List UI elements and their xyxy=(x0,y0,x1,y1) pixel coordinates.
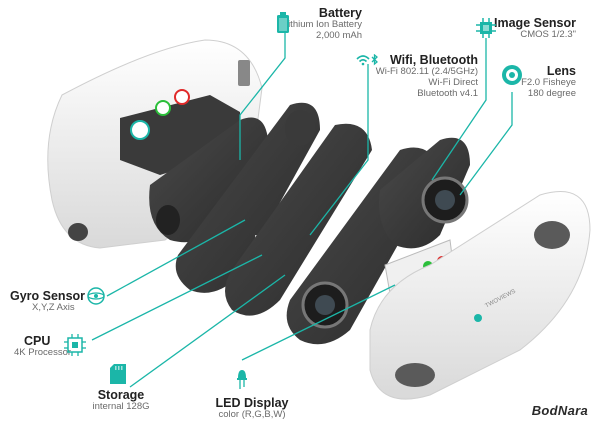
leader-lines xyxy=(91,32,513,388)
wifi-spec-standard: Wi-Fi 802.11 (2.4/5GHz) xyxy=(375,66,478,78)
watermark: BodNara xyxy=(531,403,588,418)
gyro-sensor-title: Gyro Sensor xyxy=(10,289,86,303)
battery-icon xyxy=(277,12,289,33)
lens-spec-aperture: F2.0 Fisheye xyxy=(521,77,576,89)
lens-icon xyxy=(502,65,522,85)
led-display-spec: color (R,G,B,W) xyxy=(218,409,286,421)
image-sensor-spec: CMOS 1/2.3" xyxy=(520,29,576,41)
gyro-sensor-spec: X,Y,Z Axis xyxy=(32,302,75,314)
gyro-sensor-label: Gyro Sensor X,Y,Z Axis xyxy=(10,289,85,314)
cpu-spec: 4K Processor xyxy=(14,347,72,359)
cpu-title: CPU xyxy=(24,334,51,348)
storage-label: Storage internal 128G xyxy=(86,388,156,413)
wifi-bluetooth-title: Wifi, Bluetooth xyxy=(389,53,478,67)
bluetooth-spec: Bluetooth v4.1 xyxy=(417,88,478,100)
storage-leader xyxy=(129,274,286,388)
cpu-leader xyxy=(91,254,263,341)
storage-spec: internal 128G xyxy=(92,401,150,413)
lens-label: Lens F2.0 Fisheye 180 degree xyxy=(521,64,576,100)
gyro-icon xyxy=(87,287,105,305)
battery-spec-capacity: 2,000 mAh xyxy=(316,30,362,42)
battery-title: Battery xyxy=(318,6,362,20)
image-sensor-label: Image Sensor CMOS 1/2.3" xyxy=(494,16,576,41)
wifi-bluetooth-label: Wifi, Bluetooth Wi-Fi 802.11 (2.4/5GHz) … xyxy=(376,53,478,100)
cpu-label: CPU 4K Processor xyxy=(14,334,71,359)
led-icon xyxy=(237,370,247,389)
image-sensor-title: Image Sensor xyxy=(494,16,576,30)
wifi-board xyxy=(225,110,372,316)
cpu-icon xyxy=(64,334,86,356)
storage-title: Storage xyxy=(97,388,145,402)
battery-label: Battery Lithium Ion Battery 2,000 mAh xyxy=(283,6,362,42)
chip-icon xyxy=(476,18,496,38)
battery-spec-type: Lithium Ion Battery xyxy=(282,19,362,31)
lens-title: Lens xyxy=(546,64,576,78)
led-display-label: LED Display color (R,G,B,W) xyxy=(212,396,292,421)
led-display-title: LED Display xyxy=(215,396,289,410)
gyro-leader xyxy=(106,219,246,297)
battery-leader xyxy=(239,32,286,160)
lens-leader xyxy=(459,92,513,196)
battery-board xyxy=(149,117,268,243)
led-leader xyxy=(241,284,396,361)
wifi-bluetooth-icon xyxy=(356,54,378,66)
image-sensor-leader xyxy=(431,38,487,181)
wifi-spec-direct: Wi-Fi Direct xyxy=(428,77,478,89)
lens-board xyxy=(379,137,470,249)
wifi-leader xyxy=(309,64,369,236)
sd-card-icon xyxy=(110,364,126,384)
lens-spec-angle: 180 degree xyxy=(527,88,576,100)
front-shell xyxy=(369,191,591,400)
